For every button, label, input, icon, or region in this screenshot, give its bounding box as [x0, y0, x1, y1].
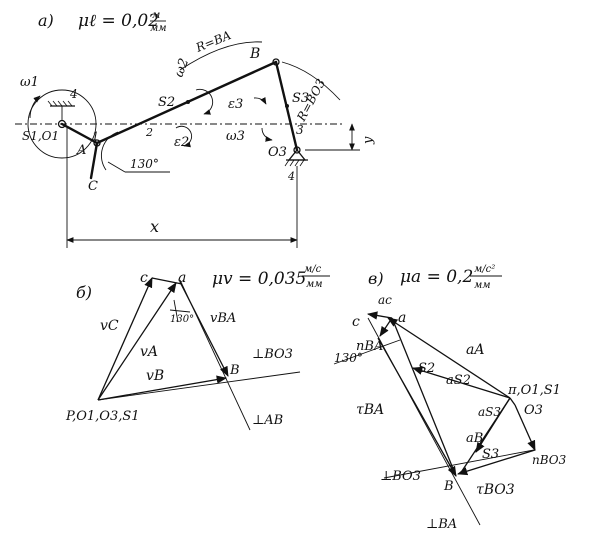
eps3-arrow: [253, 96, 267, 105]
acceleration-pole: π,O1,S1: [507, 383, 561, 398]
acceleration-scale-num: м/с²: [474, 264, 495, 275]
vector-aa: [387, 317, 511, 399]
segment-ab-c: [391, 317, 457, 477]
label-r-ba: R=BA: [193, 28, 233, 55]
vector-ab: [459, 397, 511, 475]
velocity-scale-num: м/с: [304, 264, 322, 275]
crank-link: [60, 122, 99, 145]
velocity-plan: б) μv = 0,035 м/с мм 130° c a B vC vA vB…: [65, 264, 330, 431]
angle-130-a: 130°: [130, 157, 159, 171]
angle-130-c: 130°: [334, 351, 363, 365]
omega3-label: ω3: [226, 129, 245, 144]
dim-x-label: x: [150, 217, 159, 236]
point-c-b: c: [140, 270, 148, 286]
label-vba: vBA: [210, 311, 236, 326]
omega3-arrow: [261, 127, 273, 142]
label-tba: τBA: [356, 402, 384, 418]
velocity-scale: μv = 0,035: [212, 269, 306, 289]
acceleration-scale-den: мм: [474, 280, 491, 291]
point-a-b: a: [178, 270, 186, 286]
vector-vb: [97, 375, 228, 401]
label-va: vA: [140, 344, 158, 360]
crank-circle: [27, 89, 97, 159]
point-o3: O3: [268, 145, 287, 160]
angle-leader-c: [333, 339, 401, 365]
vector-nbo3: [514, 404, 536, 451]
label-ab: aB: [466, 431, 483, 446]
link-4-bottom: 4: [287, 170, 295, 183]
omega2-arrow: [195, 88, 214, 115]
label-as3: aS3: [478, 405, 501, 419]
label-vc: vC: [100, 318, 119, 334]
length-scale-den: мм: [150, 23, 167, 34]
eps3-label: ε3: [228, 97, 243, 112]
point-b: B: [249, 46, 260, 62]
vector-vc: [97, 277, 153, 401]
label-nba: nBA: [356, 339, 383, 354]
point-b-c: B: [443, 479, 454, 494]
perp-ab-label: ⊥AB: [252, 413, 283, 428]
omega1-arrow: [29, 95, 41, 119]
velocity-scale-den: мм: [306, 279, 323, 290]
r-bo3-arc: [281, 61, 341, 101]
vector-vba: [179, 281, 229, 377]
r-ba-arc: [179, 41, 263, 71]
perp-bo3-line-b: [97, 371, 301, 401]
vector-ac: [366, 311, 393, 320]
link-3-label: 3: [296, 123, 304, 137]
perp-bo3-line-c: [383, 449, 535, 479]
label-s1-o1: S1,O1: [22, 129, 59, 143]
angle-mark-b: [169, 299, 191, 323]
vector-tba: [377, 337, 457, 477]
vector-as2: [412, 366, 511, 399]
label-s2: S2: [158, 95, 175, 110]
pivot-o1: [47, 100, 75, 129]
section-a-tag: а): [38, 11, 54, 30]
point-a: A: [76, 143, 86, 158]
vector-nba: [379, 317, 393, 337]
label-nbo3: nBO3: [532, 453, 567, 467]
segment-pi-o3: [509, 397, 516, 406]
label-tbo3: τBO3: [476, 482, 515, 498]
label-s2-c: S2: [418, 361, 435, 376]
perp-ba-label: ⊥BA: [426, 517, 457, 532]
point-a-c: a: [398, 310, 406, 326]
label-vb: vB: [146, 368, 164, 384]
link-4-top: 4: [69, 87, 78, 101]
eps2-arrow: [175, 125, 193, 148]
point-c: C: [88, 179, 98, 194]
section-b-tag: б): [76, 283, 92, 302]
vector-tbo3: [457, 449, 536, 476]
label-as2: aS2: [446, 373, 471, 388]
acceleration-plan: в) μa = 0,2 м/с² мм ac c a nBA 130° aA S…: [333, 264, 567, 532]
link-2-label: 2: [145, 126, 153, 139]
angle-130-b: 130°: [170, 314, 194, 325]
pivot-o3: [284, 146, 308, 167]
label-ac: ac: [378, 293, 392, 307]
label-s3-c: S3: [482, 447, 499, 462]
vector-va: [97, 282, 177, 401]
dim-y-label: y: [361, 136, 376, 145]
length-scale-num: м: [152, 10, 160, 21]
coupler-extension: [89, 141, 99, 180]
segment-ca: [151, 277, 183, 285]
perp-bo3-label-b: ⊥BO3: [252, 347, 293, 362]
perp-bo3-label-c: ⊥BO3: [380, 469, 421, 484]
omega2-label: ω2: [172, 57, 193, 80]
label-aa: aA: [466, 342, 484, 358]
point-c-c: c: [352, 314, 360, 330]
length-scale: μℓ = 0,02: [78, 11, 159, 31]
velocity-pole: P,O1,O3,S1: [65, 409, 140, 424]
link-1-label: 1: [92, 130, 99, 143]
eps2-label: ε2: [174, 135, 189, 150]
point-b-b: B: [229, 363, 240, 378]
angle-arc-a: [100, 131, 119, 171]
mechanism-diagram: а) μℓ = 0,02 м мм 4 S1,O1 1 ω1: [15, 10, 376, 248]
section-c-tag: в): [368, 269, 384, 288]
omega1-label: ω1: [20, 75, 39, 90]
point-o3-c: O3: [524, 403, 543, 418]
acceleration-scale: μa = 0,2: [400, 267, 473, 287]
label-s3: S3: [292, 91, 309, 106]
